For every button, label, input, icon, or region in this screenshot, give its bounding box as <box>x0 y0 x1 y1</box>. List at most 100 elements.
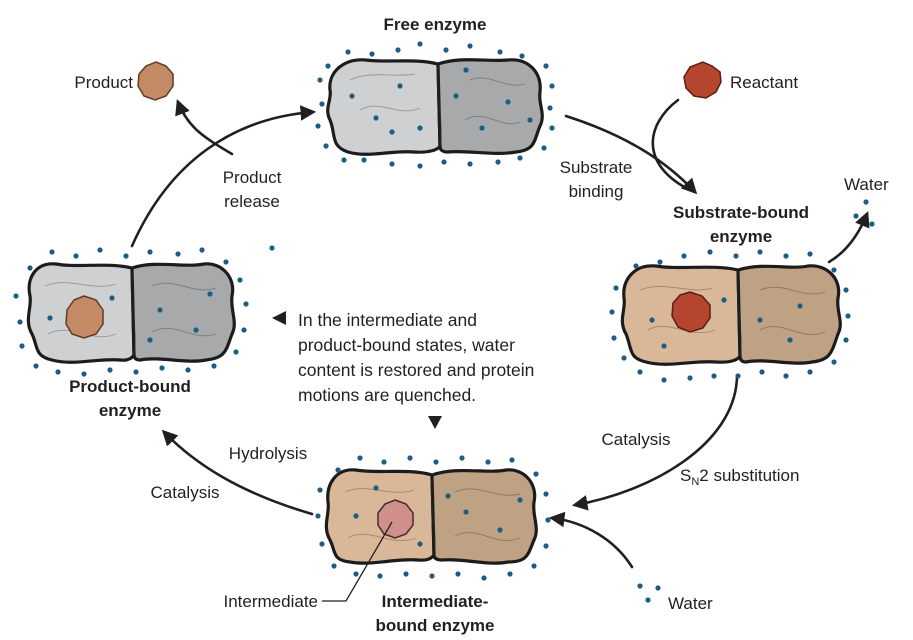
water-dot <box>869 221 875 227</box>
free-enzyme-label: Free enzyme <box>384 15 487 34</box>
water-dot <box>495 159 501 165</box>
water-dot <box>357 455 363 461</box>
note-line2: product-bound states, water <box>298 335 515 355</box>
intermediate-leader-line <box>322 521 393 602</box>
water-dot <box>335 467 341 473</box>
water-dot <box>389 161 395 167</box>
reactant-molecule <box>683 61 722 99</box>
water-dot <box>397 83 403 89</box>
water-dot <box>527 117 533 123</box>
water-dot <box>185 367 191 373</box>
water-dot <box>369 51 375 57</box>
water-dot <box>541 145 547 151</box>
water-dot <box>315 513 321 519</box>
product-release-label-line1: Product <box>223 168 282 187</box>
water-dot <box>807 251 813 257</box>
bound-product-molecule <box>65 295 104 339</box>
water-dot <box>429 573 435 579</box>
water-dot <box>533 471 539 477</box>
water-dot <box>611 335 617 341</box>
water-dot <box>797 303 803 309</box>
water-dot <box>81 371 87 377</box>
hydrolysis-label: Hydrolysis <box>229 444 307 463</box>
water-dot <box>463 67 469 73</box>
water-dot <box>497 49 503 55</box>
substrate-bound-label-line1: Substrate-bound <box>673 203 809 222</box>
water-dot <box>783 373 789 379</box>
product-bound-label-line1: Product-bound <box>69 377 191 396</box>
water-dot <box>519 53 525 59</box>
water-dot <box>445 493 451 499</box>
water-dot <box>543 491 549 497</box>
water-dot <box>441 159 447 165</box>
water-dot <box>455 571 461 577</box>
reactant-label: Reactant <box>730 73 798 92</box>
water-dot <box>637 369 643 375</box>
water-dot <box>497 527 503 533</box>
cycle-arrows <box>130 98 870 569</box>
water-dot <box>757 249 763 255</box>
water-molecules <box>13 41 875 603</box>
water-dot <box>353 513 359 519</box>
water-dot <box>237 277 243 283</box>
water-dot <box>233 349 239 355</box>
water-dot <box>345 49 351 55</box>
water-dot <box>325 63 331 69</box>
water-dot <box>159 365 165 371</box>
water-dot <box>73 253 79 259</box>
water-dot <box>331 563 337 569</box>
water-dot <box>193 327 199 333</box>
water-dot <box>207 291 213 297</box>
water-dot <box>543 543 549 549</box>
water-dot <box>485 459 491 465</box>
water-dot <box>17 319 23 325</box>
water-dot <box>123 253 129 259</box>
water-dot <box>453 93 459 99</box>
water-dot <box>417 125 423 131</box>
free-enzyme <box>326 58 544 156</box>
water-dot <box>633 263 639 269</box>
water-dot <box>831 267 837 273</box>
water-dot <box>459 455 465 461</box>
water-dot <box>657 259 663 265</box>
water-dot <box>645 597 651 603</box>
water-dot <box>381 459 387 465</box>
bound-intermediate-molecule <box>377 499 414 539</box>
catalysis-right-label: Catalysis <box>602 430 671 449</box>
note-line4: motions are quenched. <box>298 385 476 405</box>
arrow-water-in-bottom <box>548 511 634 569</box>
product-release-label-line2: release <box>224 192 280 211</box>
water-dot <box>843 287 849 293</box>
water-dot <box>317 77 323 83</box>
water-dot <box>467 43 473 49</box>
substrate-binding-label-line1: Substrate <box>560 158 633 177</box>
water-bottom-label: Water <box>668 594 713 613</box>
note-pointer-left-icon <box>272 311 286 325</box>
water-dot <box>721 297 727 303</box>
water-dot <box>757 317 763 323</box>
water-dot <box>711 373 717 379</box>
water-dot <box>843 337 849 343</box>
product-bound-label-line2: enzyme <box>99 401 161 420</box>
arrow-free-to-substrate-bound <box>564 114 698 195</box>
water-dot <box>845 313 851 319</box>
water-dot <box>509 457 515 463</box>
water-dot <box>735 373 741 379</box>
water-dot <box>417 41 423 47</box>
water-dot <box>621 355 627 361</box>
water-dot <box>547 105 553 111</box>
water-dot <box>133 369 139 375</box>
intermediate-bound-label-line2: bound enzyme <box>375 616 494 635</box>
arrow-water-out-top <box>827 211 870 264</box>
water-dot <box>109 295 115 301</box>
water-dot <box>319 101 325 107</box>
water-dot <box>395 47 401 53</box>
water-dot <box>681 253 687 259</box>
intermediate-bound-label-line1: Intermediate- <box>382 592 489 611</box>
water-top-label: Water <box>844 175 889 194</box>
water-dot <box>543 63 549 69</box>
water-dot <box>545 517 551 523</box>
arrow-intermediate-to-product-bound <box>161 429 314 516</box>
water-dot <box>97 247 103 253</box>
product-bound-enzyme <box>26 262 236 364</box>
